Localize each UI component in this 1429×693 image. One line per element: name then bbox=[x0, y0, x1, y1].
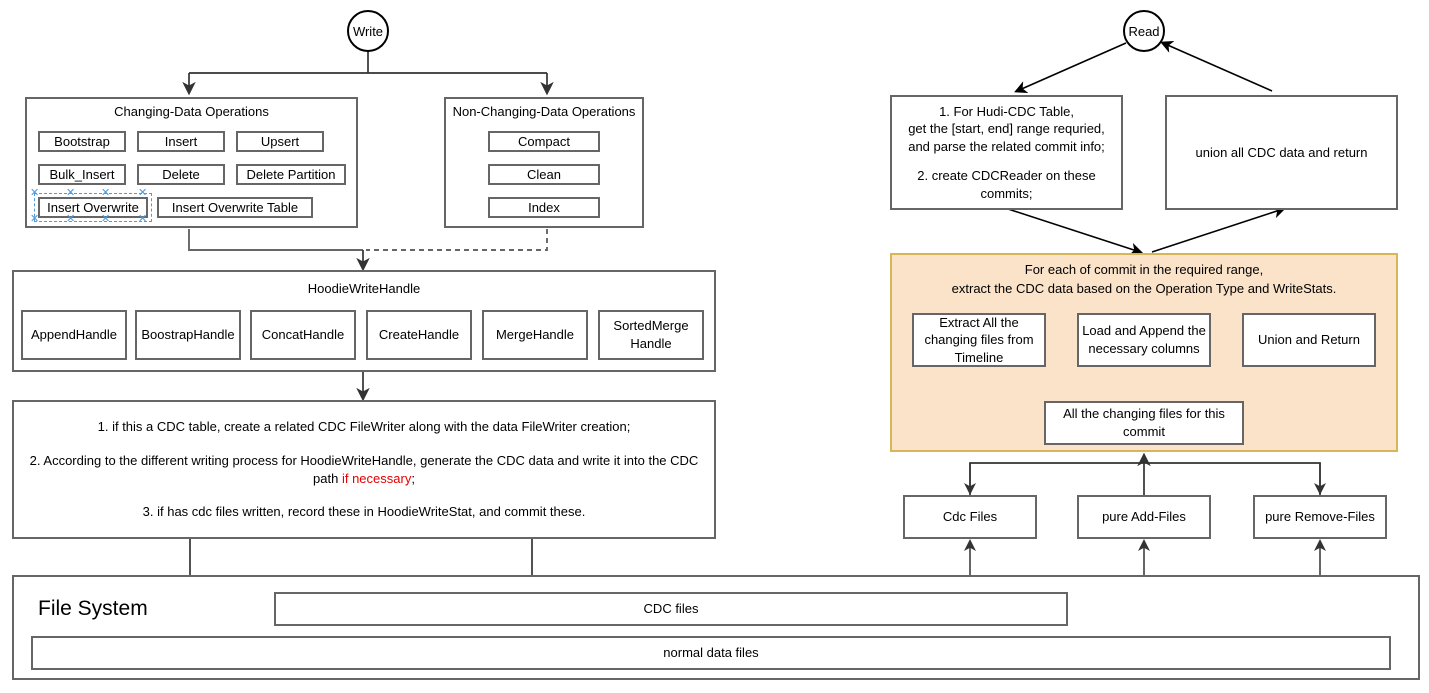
handle-create[interactable]: CreateHandle bbox=[366, 310, 472, 360]
non-changing-data-operations-title: Non-Changing-Data Operations bbox=[452, 104, 636, 119]
op-insert-overwrite[interactable]: Insert Overwrite bbox=[38, 197, 148, 218]
cdc-files-category-box[interactable]: Cdc Files bbox=[903, 495, 1037, 539]
cdc-files-box[interactable]: CDC files bbox=[274, 592, 1068, 626]
resize-handle-sw[interactable]: ✕ bbox=[30, 213, 40, 225]
resize-handle-s[interactable]: ✕ bbox=[66, 213, 76, 225]
op-bootstrap[interactable]: Bootstrap bbox=[38, 131, 126, 152]
handle-sorted-merge-line2: Handle bbox=[630, 336, 672, 351]
op-delete[interactable]: Delete bbox=[137, 164, 225, 185]
handle-append[interactable]: AppendHandle bbox=[21, 310, 127, 360]
cdc-reader-line-2: get the [start, end] range requried, bbox=[908, 121, 1105, 137]
op-insert[interactable]: Insert bbox=[137, 131, 225, 152]
op-upsert[interactable]: Upsert bbox=[236, 131, 324, 152]
handle-sorted-merge-line1: SortedMerge bbox=[613, 318, 689, 334]
load-box-line-1: Load and Append the bbox=[1082, 323, 1206, 339]
write-node-label: Write bbox=[352, 23, 384, 39]
load-box-line-2: necessary columns bbox=[1088, 341, 1200, 356]
cdc-step-2: 2. According to the different writing pr… bbox=[28, 452, 700, 487]
cdc-step-2-highlight: if necessary bbox=[341, 470, 412, 486]
cdc-reader-box[interactable]: 1. For Hudi-CDC Table, get the [start, e… bbox=[890, 95, 1123, 210]
resize-handle-s2[interactable]: ✕ bbox=[101, 213, 111, 225]
non-changing-data-operations-group[interactable] bbox=[444, 97, 644, 228]
cdc-reader-line-3: and parse the related commit info; bbox=[908, 138, 1105, 154]
extract-box-line-2: changing files from bbox=[924, 332, 1034, 348]
extract-box-line-3: Timeline bbox=[954, 349, 1004, 365]
resize-handle-se[interactable]: ✕ bbox=[138, 213, 148, 225]
op-compact[interactable]: Compact bbox=[488, 131, 600, 152]
cdc-step-1: 1. if this a CDC table, create a related… bbox=[97, 419, 631, 435]
handle-concat[interactable]: ConcatHandle bbox=[250, 310, 356, 360]
selection-handles-insert-overwrite: ✕ ✕ ✕ ✕ ✕ ✕ ✕ ✕ bbox=[30, 188, 152, 225]
handle-merge[interactable]: MergeHandle bbox=[482, 310, 588, 360]
extract-box-line-1: Extract All the bbox=[939, 314, 1019, 330]
commit-title-line-1: For each of commit in the required range… bbox=[1024, 262, 1264, 277]
resize-handle-n[interactable]: ✕ bbox=[66, 187, 76, 199]
handle-boostrap[interactable]: BoostrapHandle bbox=[135, 310, 241, 360]
cdc-step-2-text: 2. According to the different writing pr… bbox=[29, 452, 699, 486]
pure-add-files-category-box[interactable]: pure Add-Files bbox=[1077, 495, 1211, 539]
all-changing-files-box[interactable]: All the changing files for this commit bbox=[1044, 401, 1244, 445]
all-changing-line-1: All the changing files for this bbox=[1063, 406, 1225, 422]
cdc-write-steps-box[interactable]: 1. if this a CDC table, create a related… bbox=[12, 400, 716, 539]
file-system-label: File System bbox=[38, 597, 148, 620]
normal-data-files-box[interactable]: normal data files bbox=[31, 636, 1391, 670]
read-node-label: Read bbox=[1128, 23, 1160, 39]
resize-handle-n2[interactable]: ✕ bbox=[101, 187, 111, 199]
load-append-columns-box[interactable]: Load and Append the necessary columns bbox=[1077, 313, 1211, 367]
cdc-step-2-tail: ; bbox=[411, 470, 415, 486]
cdc-reader-line-4: 2. create CDCReader on these bbox=[917, 168, 1096, 184]
read-start-node[interactable]: Read bbox=[1123, 10, 1165, 52]
commit-extraction-title: For each of commit in the required range… bbox=[890, 261, 1398, 299]
resize-handle-nw[interactable]: ✕ bbox=[30, 187, 40, 199]
extract-changing-files-box[interactable]: Extract All the changing files from Time… bbox=[912, 313, 1046, 367]
hoodie-write-handle-title: HoodieWriteHandle bbox=[307, 281, 421, 296]
op-clean[interactable]: Clean bbox=[488, 164, 600, 185]
op-index[interactable]: Index bbox=[488, 197, 600, 218]
changing-data-operations-title: Changing-Data Operations bbox=[114, 104, 269, 119]
write-start-node[interactable]: Write bbox=[347, 10, 389, 52]
cdc-reader-line-5: commits; bbox=[980, 185, 1033, 201]
op-bulk-insert[interactable]: Bulk_Insert bbox=[38, 164, 126, 185]
cdc-reader-line-1: 1. For Hudi-CDC Table, bbox=[939, 103, 1074, 119]
union-all-cdc-box[interactable]: union all CDC data and return bbox=[1165, 95, 1398, 210]
handle-sorted-merge[interactable]: SortedMerge Handle bbox=[598, 310, 704, 360]
op-insert-overwrite-table[interactable]: Insert Overwrite Table bbox=[157, 197, 313, 218]
all-changing-line-2: commit bbox=[1123, 424, 1165, 439]
commit-title-line-2: extract the CDC data based on the Operat… bbox=[951, 280, 1337, 296]
cdc-step-3: 3. if has cdc files written, record thes… bbox=[142, 504, 586, 520]
selection-outline bbox=[34, 193, 152, 222]
pure-remove-files-category-box[interactable]: pure Remove-Files bbox=[1253, 495, 1387, 539]
union-and-return-box[interactable]: Union and Return bbox=[1242, 313, 1376, 367]
op-delete-partition[interactable]: Delete Partition bbox=[236, 164, 346, 185]
resize-handle-ne[interactable]: ✕ bbox=[138, 187, 148, 199]
